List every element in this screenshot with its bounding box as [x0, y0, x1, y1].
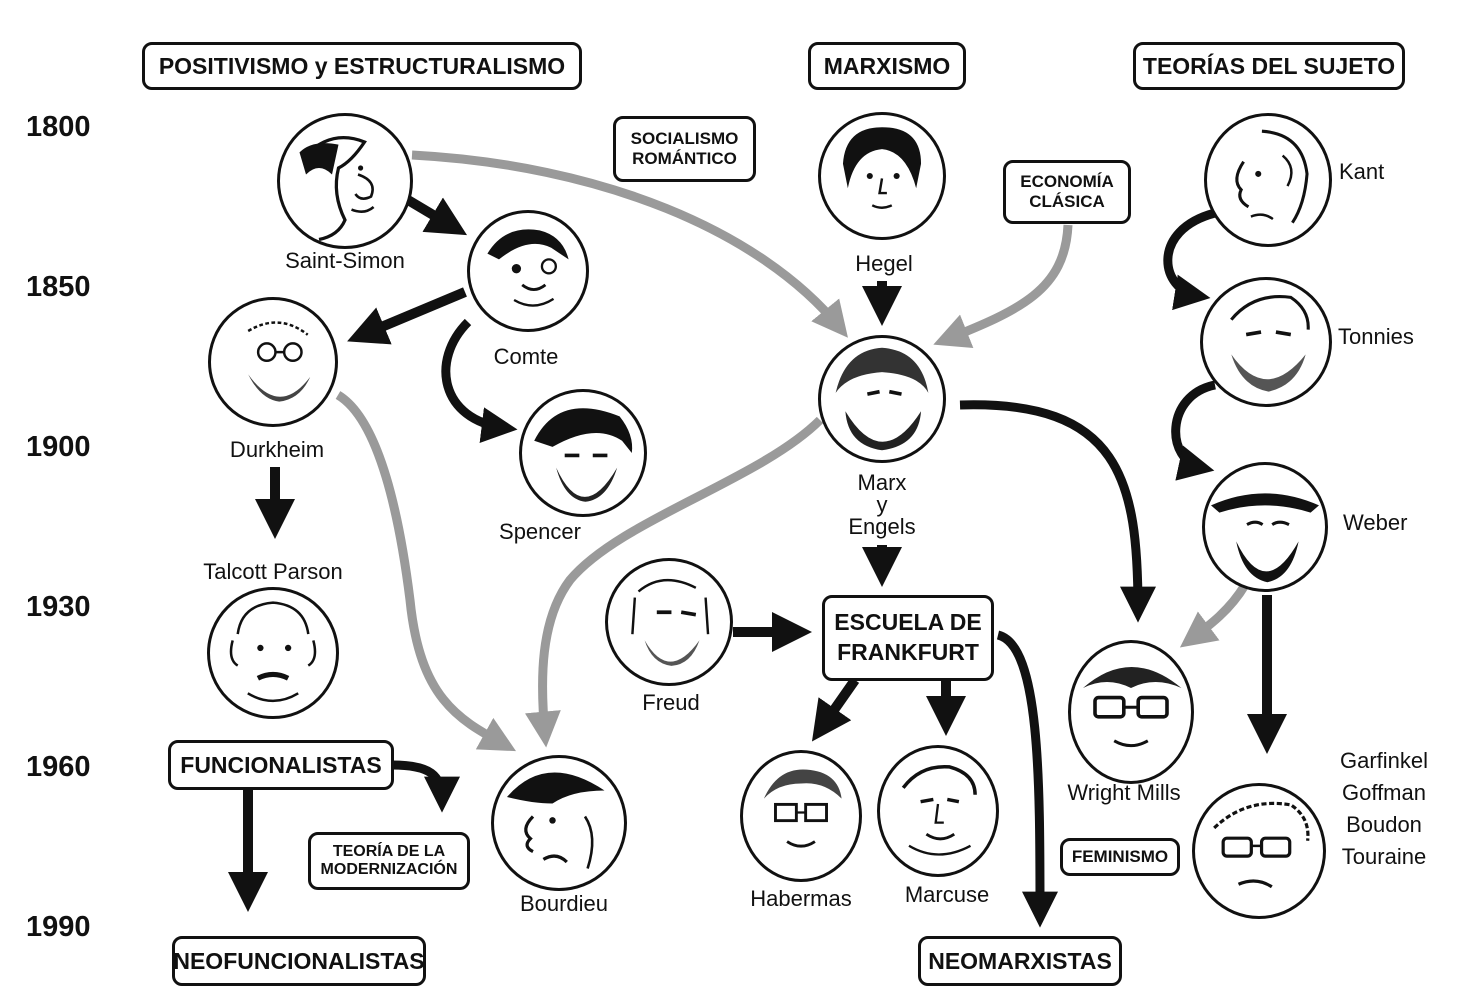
portrait-marcuse [877, 745, 999, 877]
portrait-comte [467, 210, 589, 332]
box-escuela-frankfurt: ESCUELA DE FRANKFURT [822, 595, 994, 681]
header-marxism: MARXISMO [808, 42, 966, 90]
portrait-freud [605, 558, 733, 686]
label-saint-simon: Saint-Simon [285, 248, 405, 273]
teoria-line: TEORÍA DE LA [332, 842, 446, 860]
portrait-bourdieu [491, 755, 627, 891]
escuela-line: ESCUELA DE [834, 609, 982, 636]
arrow-durkheim-bourdieu [335, 391, 517, 752]
year-1900: 1900 [26, 431, 91, 463]
label-tonnies: Tonnies [1338, 324, 1414, 349]
label-engels: Engels [848, 514, 916, 539]
box-funcionalistas: FUNCIONALISTAS [168, 740, 394, 790]
box-teoria-modernizacion: TEORÍA DE LA MODERNIZACIÓN [308, 832, 470, 890]
arrow-comte-spencer [441, 318, 518, 443]
modernizacion-line: MODERNIZACIÓN [320, 861, 458, 878]
label-freud: Freud [642, 690, 700, 715]
arrow-saintsimon-comte [405, 195, 468, 236]
label-weber: Weber [1343, 510, 1408, 535]
portrait-talcott [207, 587, 339, 719]
header-positivism: POSITIVISMO y ESTRUCTURALISMO [142, 42, 582, 90]
portrait-durkheim [208, 297, 338, 427]
portrait-weber [1202, 462, 1328, 592]
label-garfinkel: Garfinkel [1339, 748, 1429, 773]
label-marx-y-engels: Marx y Engels [848, 472, 915, 538]
portrait-habermas [740, 750, 862, 882]
label-y: y [876, 492, 888, 517]
box-feminismo: FEMINISMO [1060, 838, 1180, 876]
portrait-garfinkel-goffman-boudon-touraine [1192, 783, 1326, 919]
label-comte: Comte [493, 344, 559, 369]
year-1960: 1960 [26, 751, 91, 783]
label-marcuse: Marcuse [904, 882, 990, 907]
box-socialismo-romantico: SOCIALISMO ROMÁNTICO [613, 116, 756, 182]
arrow-marx-bourdieu [524, 416, 824, 748]
label-talcott-parson: Talcott Parson [203, 559, 343, 584]
label-hegel: Hegel [855, 251, 913, 276]
label-durkheim: Durkheim [229, 437, 325, 462]
arrow-funcionalistas-modernizacion [391, 760, 460, 813]
arrow-frankfurt-neomarxistas [996, 630, 1058, 928]
year-1990: 1990 [26, 911, 91, 943]
year-1930: 1930 [26, 591, 91, 623]
portrait-spencer [519, 389, 647, 517]
year-1850: 1850 [26, 271, 91, 303]
arrow-marx-wrightmills [959, 400, 1156, 623]
arrow-comte-durkheim [347, 287, 467, 345]
label-kant: Kant [1339, 159, 1385, 184]
arrow-tonnies-weber [1171, 380, 1217, 481]
portrait-hegel [818, 112, 946, 240]
label-boudon: Boudon [1346, 812, 1422, 837]
label-goffman: Goffman [1342, 780, 1426, 805]
frankfurt-line: FRANKFURT [837, 639, 979, 665]
label-late-theorists: Garfinkel Goffman Boudon Touraine [1340, 745, 1428, 873]
portrait-wright-mills [1068, 640, 1194, 784]
portrait-kant [1204, 113, 1332, 247]
clasica-line: CLÁSICA [1029, 192, 1105, 211]
box-economia-clasica: ECONOMÍA CLÁSICA [1003, 160, 1131, 224]
arrow-weber-wrightmills [1179, 582, 1249, 648]
label-bourdieu: Bourdieu [519, 891, 609, 916]
arrow-kant-tonnies [1163, 208, 1217, 311]
box-neofuncionalistas: NEOFUNCIONALISTAS [172, 936, 426, 986]
label-wright-mills: Wright Mills [1067, 780, 1181, 805]
label-spencer: Spencer [499, 519, 581, 544]
portrait-tonnies [1200, 277, 1332, 407]
romantico-line: ROMÁNTICO [632, 149, 737, 168]
arrow-saintsimon-marx [411, 150, 848, 338]
economia-line: ECONOMÍA [1020, 172, 1114, 192]
box-neomarxistas: NEOMARXISTAS [918, 936, 1122, 986]
label-touraine: Touraine [1341, 844, 1427, 869]
arrow-economia-marx [933, 224, 1073, 349]
year-1800: 1800 [26, 111, 91, 143]
label-marx: Marx [857, 470, 907, 495]
header-subject-theories: TEORÍAS DEL SUJETO [1133, 42, 1405, 90]
portrait-marx-engels [818, 335, 946, 463]
socialismo-line: SOCIALISMO [630, 129, 739, 149]
arrow-frankfurt-habermas [811, 677, 860, 742]
portrait-saint-simon [277, 113, 413, 249]
label-habermas: Habermas [750, 886, 852, 911]
